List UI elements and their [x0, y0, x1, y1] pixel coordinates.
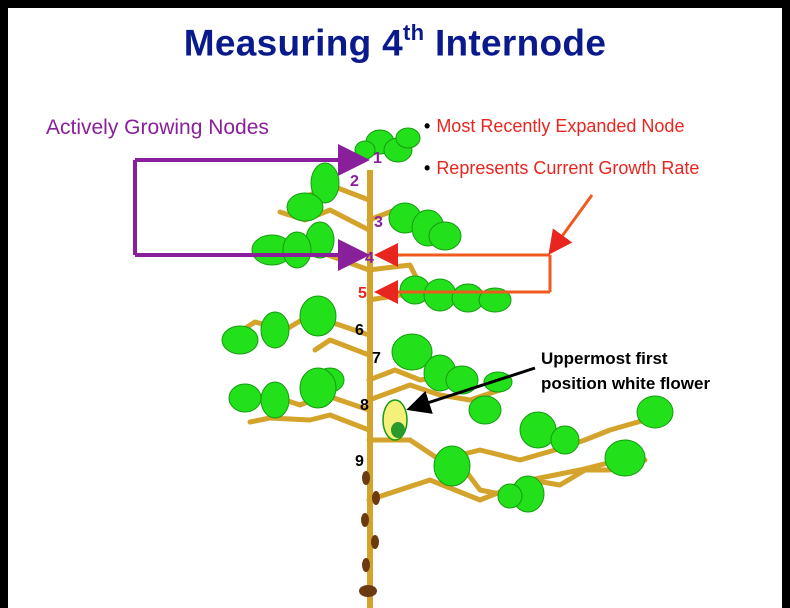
node-label-2: 2	[350, 173, 359, 190]
title-suffix: Internode	[424, 22, 607, 64]
node-label-8: 8	[360, 397, 369, 414]
node-label-9: 9	[355, 453, 364, 470]
node-label-7: 7	[372, 350, 381, 367]
actively-growing-label: Actively Growing Nodes	[46, 116, 269, 139]
bullet-most-recent-text: Most Recently Expanded Node	[436, 116, 685, 136]
bullet-dot: •	[424, 158, 431, 178]
title-superscript: th	[402, 20, 425, 45]
frame-right-border	[782, 0, 790, 608]
node-label-6: 6	[355, 322, 364, 339]
flower-arrow	[406, 366, 536, 414]
bullet-dot: •	[424, 116, 431, 136]
leaves	[221, 127, 674, 513]
bullet-growth-rate-text: Represents Current Growth Rate	[436, 158, 700, 178]
node-label-4: 4	[365, 250, 374, 267]
node-label-3: 3	[374, 214, 383, 231]
frame-top-border	[0, 0, 790, 8]
bullet-most-recent: •Most Recently Expanded Node	[424, 116, 684, 137]
frame-left-border	[0, 0, 8, 608]
title-main: Measuring 4	[183, 22, 403, 64]
flower-label: Uppermost first position white flower	[541, 346, 710, 396]
flower-label-line-1: Uppermost first	[541, 349, 668, 368]
bolls	[359, 471, 380, 597]
red-bracket	[374, 194, 594, 304]
purple-bracket	[133, 144, 370, 271]
flower-label-line-2: position white flower	[541, 374, 711, 393]
flower-center	[391, 422, 405, 438]
node-label-5: 5	[358, 285, 367, 302]
bullet-growth-rate: •Represents Current Growth Rate	[424, 158, 699, 179]
page-title: Measuring 4th Internode	[0, 20, 790, 64]
node-label-1: 1	[373, 150, 382, 167]
